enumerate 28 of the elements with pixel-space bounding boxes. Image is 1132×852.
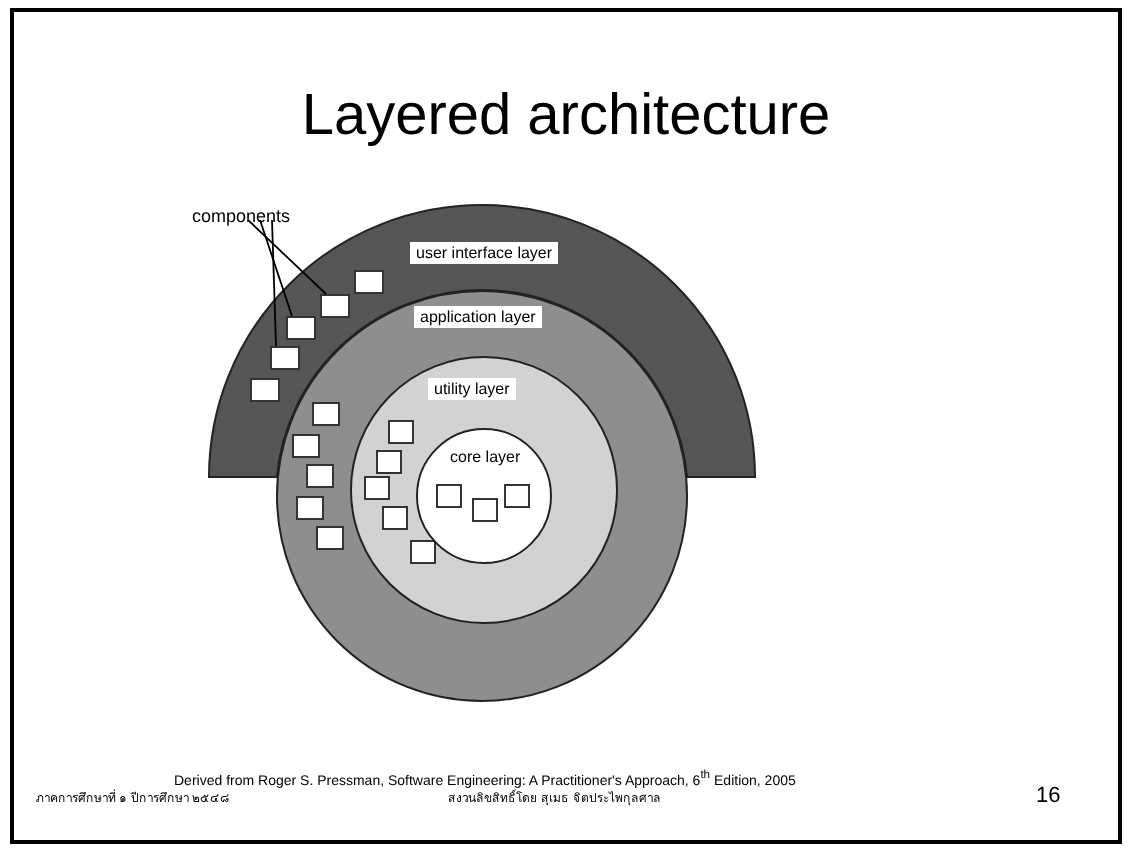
leader-line bbox=[247, 219, 327, 295]
component-box bbox=[250, 378, 280, 402]
leader-line bbox=[271, 219, 277, 347]
component-box bbox=[364, 476, 390, 500]
layer-label: core layer bbox=[448, 446, 523, 468]
component-box bbox=[382, 506, 408, 530]
leader-line bbox=[259, 219, 293, 317]
layer-label: application layer bbox=[414, 306, 542, 328]
component-box bbox=[504, 484, 530, 508]
component-box bbox=[296, 496, 324, 520]
component-box bbox=[320, 294, 350, 318]
component-box bbox=[306, 464, 334, 488]
component-box bbox=[472, 498, 498, 522]
component-box bbox=[312, 402, 340, 426]
component-box bbox=[292, 434, 320, 458]
slide-title: Layered architecture bbox=[299, 82, 833, 152]
component-box bbox=[316, 526, 344, 550]
component-box bbox=[436, 484, 462, 508]
component-box bbox=[286, 316, 316, 340]
component-box bbox=[354, 270, 384, 294]
page-number: 16 bbox=[1036, 782, 1061, 810]
callout-label: components bbox=[192, 206, 291, 226]
component-box bbox=[388, 420, 414, 444]
layer-label: user interface layer bbox=[410, 242, 559, 264]
component-box bbox=[410, 540, 436, 564]
layer-label: utility layer bbox=[428, 378, 516, 400]
component-box bbox=[270, 346, 300, 370]
component-box bbox=[376, 450, 402, 474]
